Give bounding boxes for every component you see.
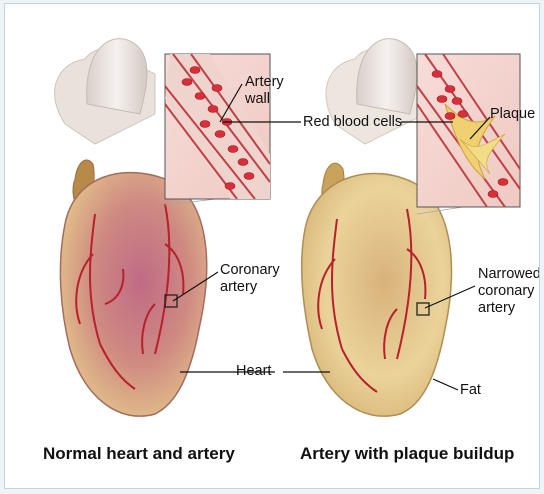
label-coronary-artery: Coronary artery xyxy=(220,262,280,296)
label-heart: Heart xyxy=(236,363,271,380)
label-red-blood-cells: Red blood cells xyxy=(303,114,402,131)
plaque-artery-inset xyxy=(417,54,520,214)
label-narrowed-coronary-artery: Narrowed coronary artery xyxy=(478,266,540,317)
label-coronary-artery-line1: Coronary xyxy=(220,262,280,279)
label-fat: Fat xyxy=(460,382,481,399)
label-narrowed-line3: artery xyxy=(478,300,540,317)
label-artery-wall-line2: wall xyxy=(245,91,284,108)
label-artery-wall: Artery wall xyxy=(245,74,284,108)
figure-frame: Artery wall Red blood cells Plaque Coron… xyxy=(4,3,540,489)
label-artery-wall-line1: Artery xyxy=(245,74,284,91)
label-plaque: Plaque xyxy=(490,106,535,123)
label-narrowed-line1: Narrowed xyxy=(478,266,540,283)
caption-plaque: Artery with plaque buildup xyxy=(300,444,514,464)
label-narrowed-line2: coronary xyxy=(478,283,540,300)
caption-normal: Normal heart and artery xyxy=(43,444,235,464)
label-coronary-artery-line2: artery xyxy=(220,279,280,296)
